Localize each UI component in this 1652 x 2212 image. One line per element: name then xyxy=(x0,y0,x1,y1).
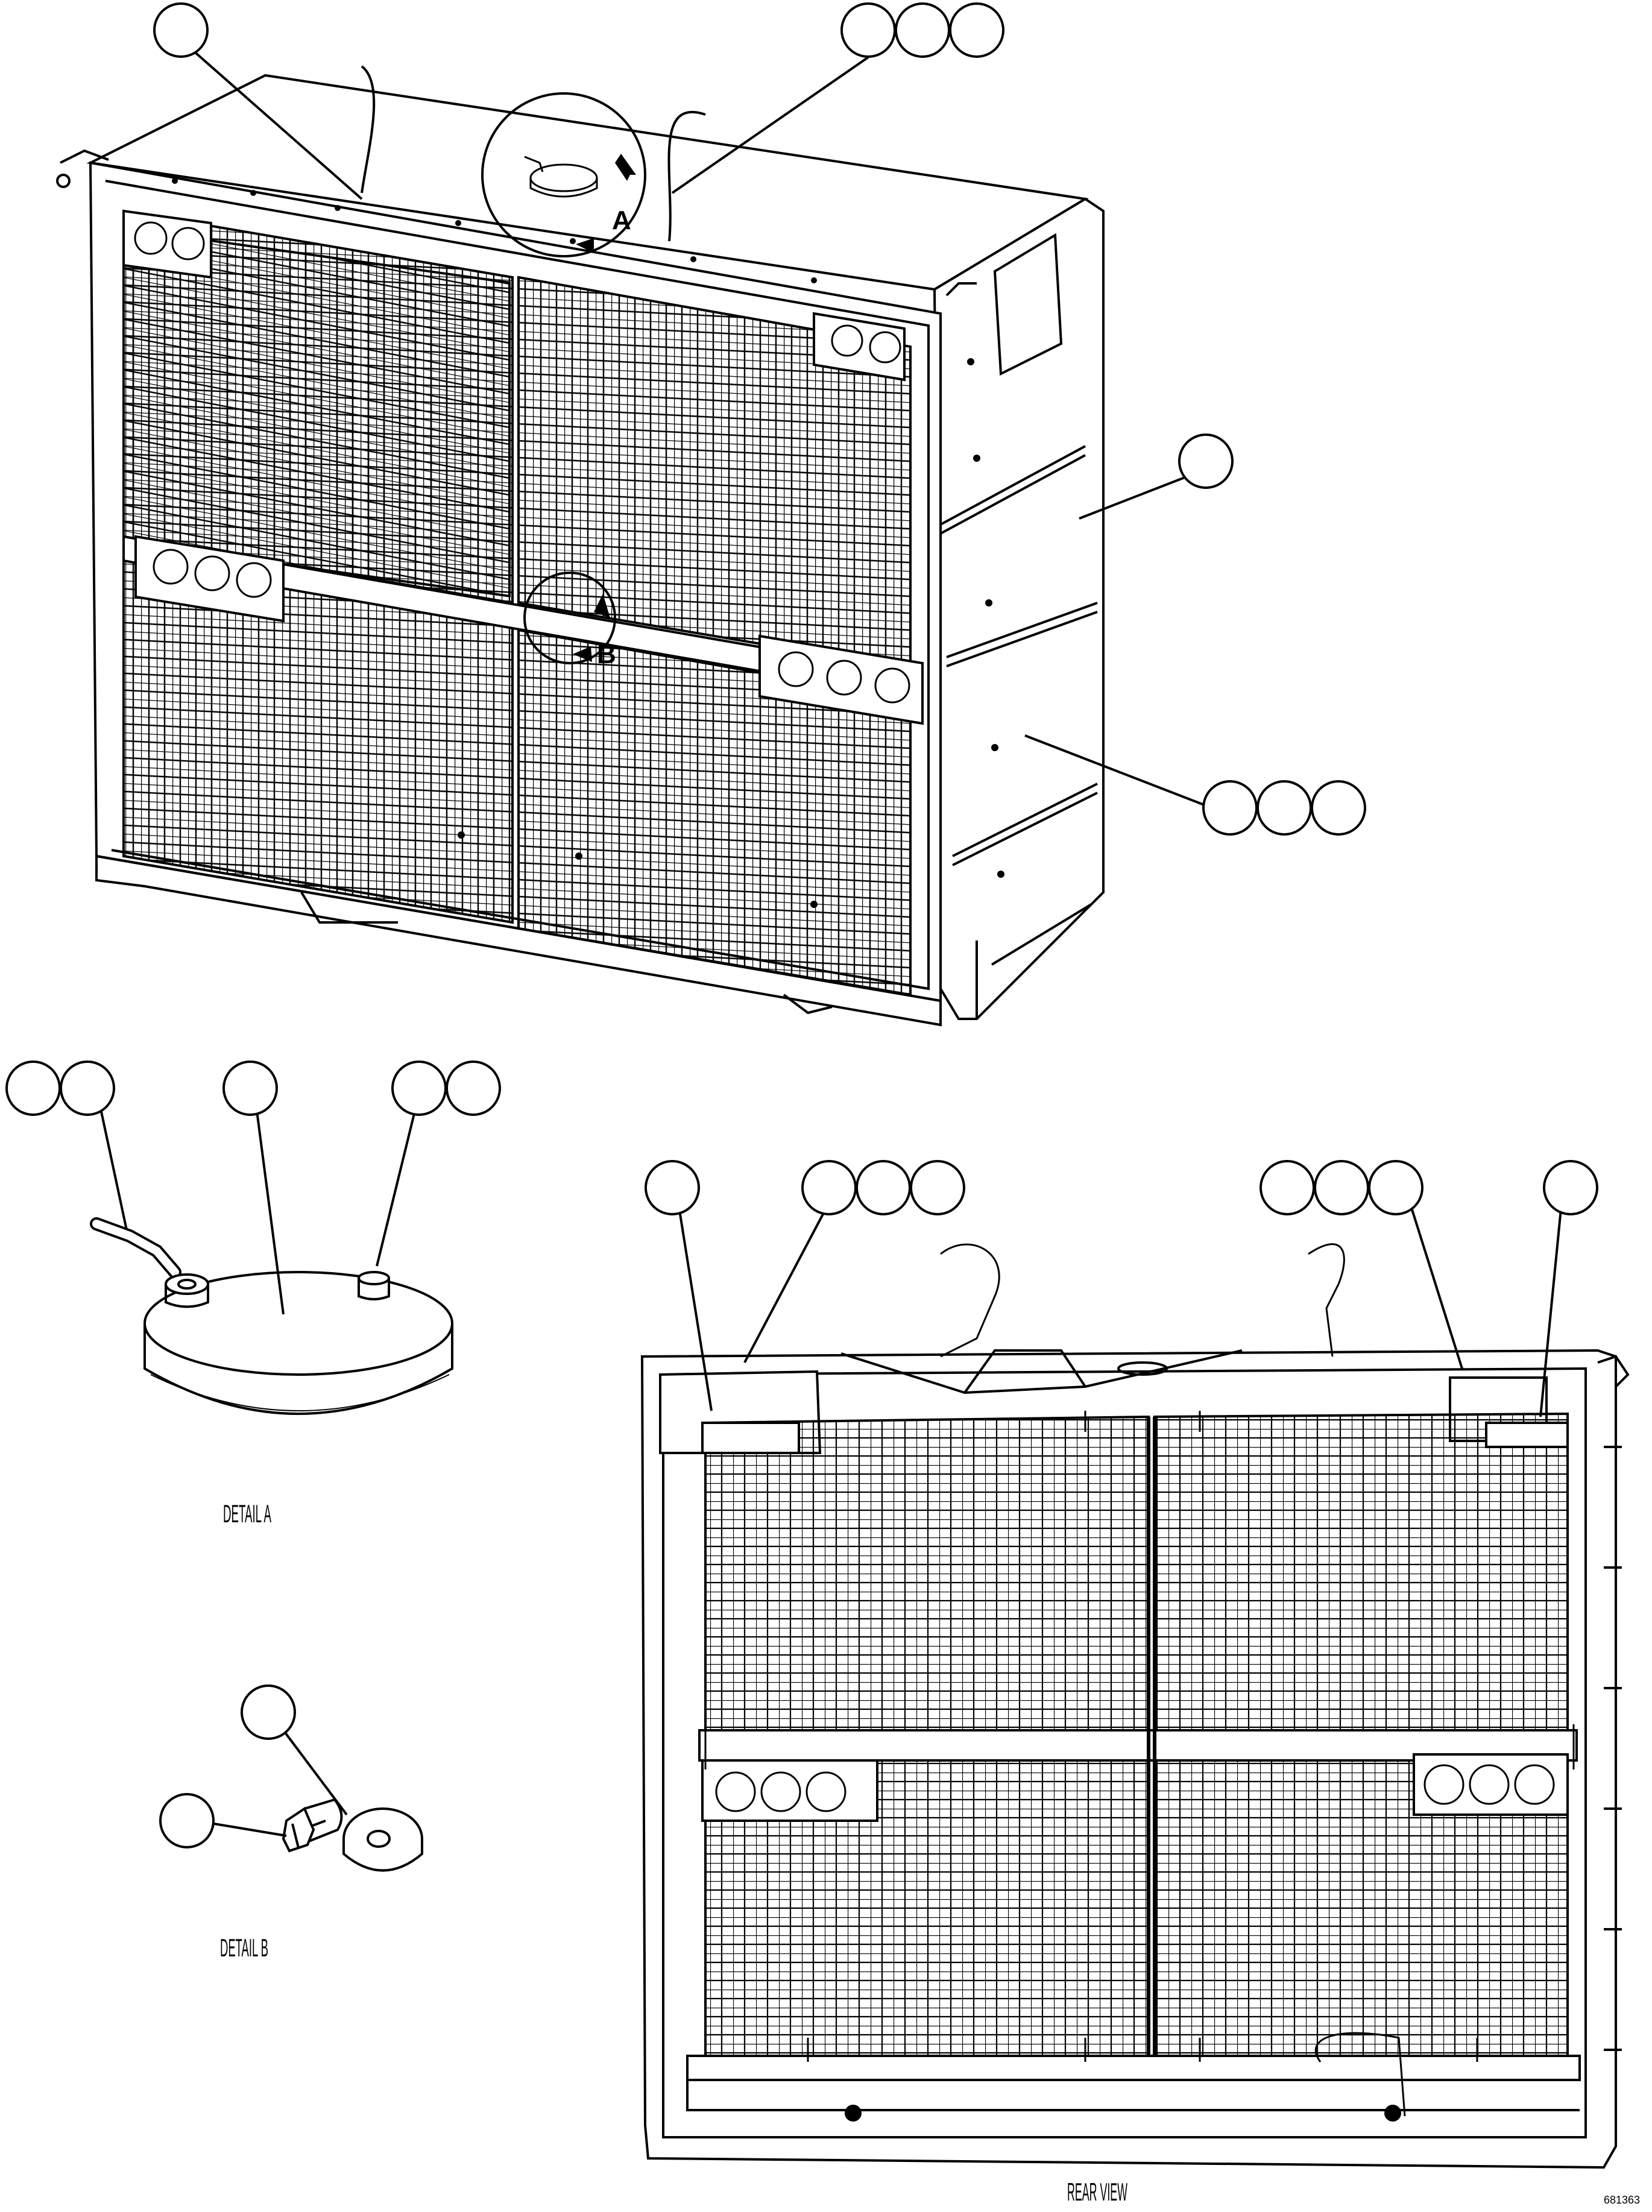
callout-group-detail-a xyxy=(5,1060,501,1315)
callout-balloon xyxy=(1368,1160,1423,1215)
detail-b-marker: B xyxy=(523,572,616,669)
callout-balloon xyxy=(1311,780,1366,836)
callout-balloon xyxy=(801,1160,857,1215)
callout-balloon xyxy=(391,1060,447,1116)
callout-balloon xyxy=(1256,780,1312,836)
callout-balloon xyxy=(645,1160,700,1215)
callout-balloon xyxy=(1259,1160,1315,1215)
callout-group-main xyxy=(153,2,1366,836)
detail-b-letter: B xyxy=(597,640,616,669)
callout-balloon xyxy=(1178,433,1234,489)
callout-balloon xyxy=(1314,1160,1369,1215)
detail-a-caption: DETAIL A xyxy=(223,1499,271,1528)
detail-a-letter: A xyxy=(612,206,631,235)
callout-balloon xyxy=(1202,780,1258,836)
isometric-radiator-view xyxy=(56,65,1105,1027)
callout-group-rear-view xyxy=(645,1160,1598,1417)
drawing-code: 681363 xyxy=(1604,2194,1640,2206)
detail-b-caption: DETAIL B xyxy=(220,1933,268,1962)
callout-balloon xyxy=(1543,1160,1598,1215)
callout-balloon xyxy=(5,1060,61,1116)
callout-balloon xyxy=(60,1060,115,1116)
callout-balloon xyxy=(895,2,950,58)
detail-a-marker: A xyxy=(481,92,646,257)
callout-balloon xyxy=(446,1060,501,1116)
detail-a-cap xyxy=(90,1217,453,1415)
callout-group-detail-b xyxy=(159,1684,348,1848)
callout-balloon xyxy=(153,2,209,58)
callout-balloon xyxy=(856,1160,911,1215)
detail-b-bolt-washer xyxy=(282,1798,423,1872)
callout-balloon xyxy=(840,2,896,58)
callout-balloon xyxy=(222,1060,278,1116)
callout-balloon xyxy=(949,2,1004,58)
rear-view-caption: REAR VIEW xyxy=(1067,2178,1127,2206)
rear-view-radiator xyxy=(640,1243,1630,2169)
callout-balloon xyxy=(159,1793,215,1848)
callout-balloon xyxy=(910,1160,965,1215)
callout-balloon xyxy=(241,1684,296,1740)
